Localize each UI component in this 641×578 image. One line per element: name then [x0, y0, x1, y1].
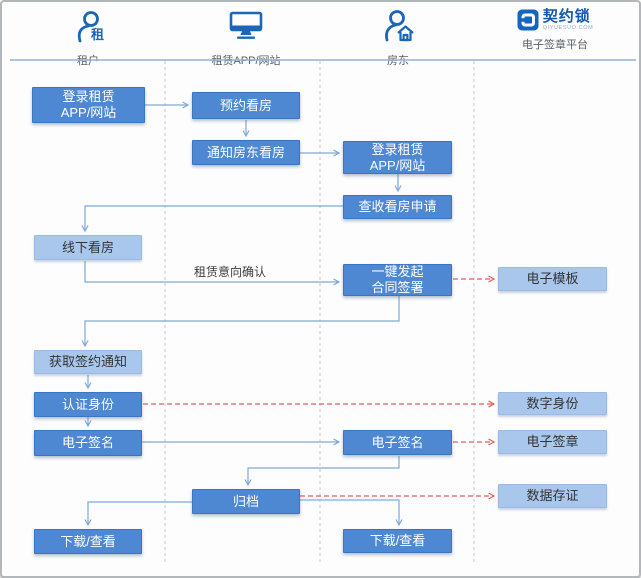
node-e-sign-tenant: 电子签名	[34, 430, 142, 456]
node-auth-identity: 认证身份	[34, 392, 142, 417]
node-archive: 归档	[192, 489, 300, 514]
edge-initiate-to-notice	[81, 296, 400, 348]
logo-brand-text: 契约锁	[542, 8, 591, 25]
node-book-viewing: 预约看房	[192, 92, 300, 119]
lane-label-app: 租赁APP/网站	[211, 55, 281, 67]
node-sign-notice: 获取签约通知	[34, 350, 142, 374]
edge-archive-to-landlord-download	[300, 499, 403, 527]
lane-label-landlord: 房东	[387, 55, 409, 67]
node-e-seal: 电子签章	[498, 430, 607, 454]
node-tenant-login: 登录租赁 APP/网站	[32, 87, 145, 123]
qiyuesuo-logo: 契约锁 QIYUESUO.COM	[517, 9, 594, 32]
node-notify-landlord: 通知房东看房	[192, 140, 300, 165]
lane-label-platform: 电子签章平台	[522, 38, 588, 51]
edge-check-to-offline	[81, 205, 343, 233]
lane-header-app: 租赁APP/网站	[196, 9, 296, 68]
edge-archive-to-tenant-download	[84, 501, 192, 527]
node-digital-identity: 数字身份	[498, 392, 607, 415]
node-check-request: 查收看房申请	[343, 195, 452, 219]
edge-label-rental-intent: 租赁意向确认	[194, 265, 267, 279]
lane-header-tenant: 租 租户	[38, 9, 138, 68]
logo-sub-text: QIYUESUO.COM	[542, 25, 594, 31]
node-download-landlord: 下载/查看	[343, 529, 452, 553]
lane-header-platform: 契约锁 QIYUESUO.COM 电子签章平台	[499, 9, 611, 52]
node-e-sign-landlord: 电子签名	[343, 430, 452, 455]
node-offline-viewing: 线下看房	[34, 235, 142, 260]
lane-label-tenant: 租户	[77, 55, 99, 67]
person-tenant-icon: 租	[70, 9, 106, 48]
monitor-icon	[228, 9, 264, 48]
person-house-icon	[380, 9, 416, 48]
edge-sign-to-archive	[244, 456, 400, 487]
tenant-badge-char: 租	[91, 27, 104, 42]
flow-lines-red	[143, 275, 496, 500]
node-e-template: 电子模板	[498, 267, 607, 291]
lane-header-landlord: 房东	[348, 9, 448, 68]
qiyuesuo-logo-icon	[517, 9, 539, 31]
node-data-deposit: 数据存证	[498, 484, 607, 508]
node-download-tenant: 下载/查看	[34, 529, 142, 554]
node-initiate-sign: 一键发起 合同签署	[343, 264, 452, 296]
node-landlord-login: 登录租赁 APP/网站	[343, 141, 452, 174]
